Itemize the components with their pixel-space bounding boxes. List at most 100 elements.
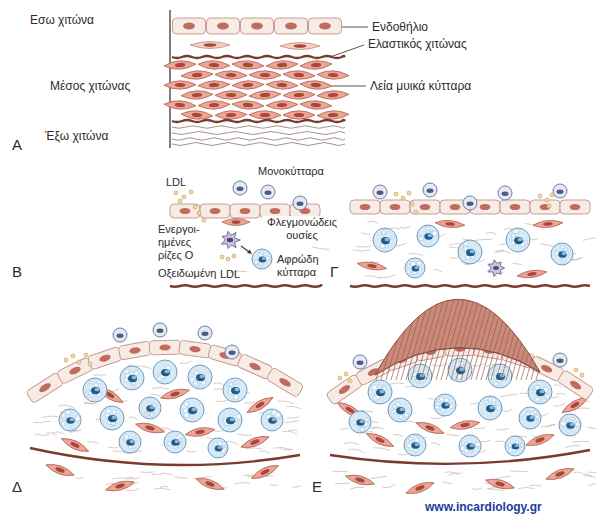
endothelial-cell xyxy=(230,204,260,218)
lipid-droplet xyxy=(61,422,65,426)
cell-body xyxy=(261,409,283,431)
foam-cell xyxy=(408,364,432,388)
cell-nucleus xyxy=(230,417,235,421)
cell-nucleus xyxy=(209,83,219,88)
cell-body xyxy=(300,80,332,91)
cell-body xyxy=(484,476,515,491)
layer-label: Μέσος χιτώνας xyxy=(50,79,130,93)
cell-body xyxy=(250,462,281,482)
cell-body xyxy=(113,328,127,342)
cell-nucleus xyxy=(117,333,124,337)
arrow-head xyxy=(247,250,252,254)
foam-cell xyxy=(551,243,573,265)
collagen-fiber xyxy=(565,446,581,448)
cell-label: Μονοκύτταρα xyxy=(258,165,324,178)
collagen-fiber xyxy=(556,393,566,395)
collagen-fiber xyxy=(541,425,556,427)
collagen-fiber xyxy=(312,247,330,250)
cell-body xyxy=(283,70,315,80)
collagen-fiber xyxy=(365,276,380,278)
smooth-muscle-cell xyxy=(215,110,247,119)
cell-nucleus xyxy=(226,93,236,97)
fibrous-cap xyxy=(375,299,540,375)
cell-nucleus xyxy=(259,257,267,263)
lipid-droplet xyxy=(71,426,74,429)
cell-body xyxy=(153,360,177,384)
foam-cell xyxy=(208,438,228,458)
fibrous-cap-fiber xyxy=(436,295,460,380)
cell-nucleus xyxy=(396,407,405,414)
lipid-droplet xyxy=(531,387,534,390)
ldl-particle xyxy=(88,362,92,366)
collagen-fiber xyxy=(84,402,93,405)
collagen-fiber xyxy=(151,474,161,475)
foam-cell xyxy=(139,397,161,419)
lipid-droplet xyxy=(194,371,198,375)
fibrous-cap-hatching xyxy=(356,295,575,380)
ldl-particle xyxy=(202,218,206,222)
fibrous-cap-fiber xyxy=(381,295,405,380)
cell-body xyxy=(280,43,320,50)
cell-nucleus xyxy=(486,405,495,412)
cell-body xyxy=(164,60,196,70)
smooth-muscle-cell xyxy=(198,100,230,110)
cell-nucleus xyxy=(260,113,270,117)
fibrous-cap-fiber xyxy=(481,295,505,380)
lipid-droplet xyxy=(87,390,91,394)
ldl-particle xyxy=(580,373,584,377)
cell-nucleus xyxy=(243,103,253,108)
cell-body xyxy=(45,461,76,479)
cell-body xyxy=(164,100,196,110)
fibrous-cap-fiber xyxy=(386,295,410,380)
endothelial-cell xyxy=(350,200,380,214)
cell-nucleus xyxy=(390,204,401,210)
cell-body xyxy=(252,249,272,269)
cell-nucleus xyxy=(260,468,270,476)
cell-nucleus xyxy=(543,222,553,226)
cell-body xyxy=(185,425,216,438)
collagen-fiber xyxy=(284,421,299,423)
lipid-droplet xyxy=(523,416,526,419)
lipid-droplet xyxy=(385,245,388,248)
cell-body xyxy=(519,407,541,429)
cell-nucleus xyxy=(210,208,221,214)
lipid-droplet xyxy=(148,402,151,405)
foam-cell xyxy=(119,431,141,453)
lipid-droplet xyxy=(407,264,410,267)
foam-cell xyxy=(368,380,392,404)
lipid-droplet xyxy=(464,246,468,250)
fibrous-cap-fiber xyxy=(446,295,470,380)
foam-cell xyxy=(488,364,512,388)
collagen-fiber xyxy=(129,417,138,420)
cell-nucleus xyxy=(536,389,545,396)
cell-nucleus xyxy=(171,439,179,446)
lipid-droplet xyxy=(392,235,395,238)
vessel-wall-panel-c xyxy=(350,183,595,287)
cell-nucleus xyxy=(495,481,505,487)
cell-nucleus xyxy=(355,477,365,483)
foam-cell xyxy=(252,249,272,269)
cell-nucleus xyxy=(157,328,164,332)
fibrous-cap-fiber xyxy=(371,295,395,380)
collagen-fiber xyxy=(574,472,582,474)
cell-body xyxy=(100,406,124,430)
cell-body xyxy=(357,260,388,272)
lipid-droplet xyxy=(124,434,129,439)
smooth-muscle-cell xyxy=(300,100,332,110)
cell-body xyxy=(300,100,332,110)
cell-nucleus xyxy=(165,369,170,373)
lipid-droplet xyxy=(94,383,98,387)
cell-nucleus xyxy=(562,252,567,256)
lipid-droplet xyxy=(150,413,153,416)
cell-body xyxy=(458,240,482,264)
panel-letter: Α xyxy=(12,136,22,154)
cell-nucleus xyxy=(227,238,233,242)
cell-nucleus xyxy=(380,389,385,393)
particle-label: LDL xyxy=(166,176,186,189)
smooth-muscle-cell xyxy=(215,90,247,99)
endothelial-cell xyxy=(173,18,206,34)
elastic-lamina xyxy=(172,120,345,122)
collagen-fiber xyxy=(292,486,301,488)
cell-nucleus xyxy=(540,389,545,393)
collagen-fiber xyxy=(445,472,459,475)
